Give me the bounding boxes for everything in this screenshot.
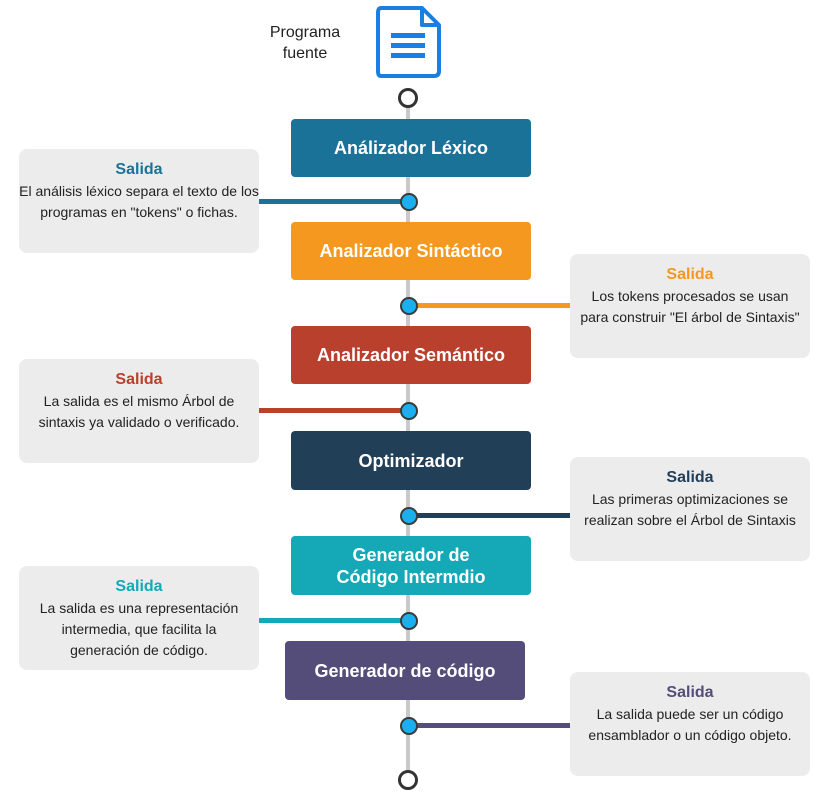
connector-6	[409, 723, 572, 728]
connector-1	[259, 199, 409, 204]
stage-intermediate-code-generator: Generador de Código Intermdio	[291, 536, 531, 595]
output-title: Salida	[115, 161, 163, 178]
stage-title: Optimizador	[358, 450, 464, 471]
timeline-dot-2	[400, 297, 418, 315]
connector-4	[409, 513, 572, 518]
stage-syntax-analyzer: Analizador Sintáctico	[291, 222, 531, 280]
timeline-dot-6	[400, 717, 418, 735]
connector-3	[259, 408, 409, 413]
timeline-dot-3	[400, 402, 418, 420]
source-label-line1: Programa	[269, 24, 341, 41]
stage-optimizer: Optimizador	[291, 431, 531, 490]
timeline-dot-4	[400, 507, 418, 525]
output-text: La salida es una representación intermed…	[39, 600, 239, 658]
stage-title: Analizador Semántico	[316, 345, 506, 365]
connector-5	[259, 618, 409, 623]
output-text: Las primeras optimizaciones se realizan …	[584, 491, 796, 528]
output-title: Salida	[666, 684, 714, 701]
connector-2	[409, 303, 572, 308]
output-text: El análisis léxico separa el texto de lo…	[19, 183, 259, 220]
timeline-dot-5	[400, 612, 418, 630]
output-text: Los tokens procesados se usan para const…	[580, 288, 800, 325]
output-title: Salida	[115, 371, 163, 388]
source-label-line2: fuente	[282, 45, 328, 62]
output-card-syntax: Salida Los tokens procesados se usan par…	[570, 254, 810, 358]
timeline-dot-1	[400, 193, 418, 211]
output-card-intermediate: Salida La salida es una representación i…	[19, 566, 259, 670]
output-card-codegen: Salida La salida puede ser un código ens…	[570, 672, 810, 776]
output-title: Salida	[666, 469, 714, 486]
output-text: La salida puede ser un código ensamblado…	[588, 706, 792, 743]
output-title: Salida	[666, 266, 714, 283]
output-title: Salida	[115, 578, 163, 595]
output-text: La salida es el mismo Árbol de sintaxis …	[38, 393, 240, 430]
stage-title: Analizador Sintáctico	[319, 241, 503, 261]
output-card-optimizer: Salida Las primeras optimizaciones se re…	[570, 457, 810, 561]
stage-title: Generador de código	[314, 660, 496, 681]
document-icon	[376, 6, 444, 83]
stage-title-line1: Generador de	[352, 544, 470, 565]
end-node	[398, 770, 418, 790]
stage-lexical-analyzer: Análizador Léxico	[291, 119, 531, 177]
start-node	[398, 88, 418, 108]
source-label: Programa fuente	[255, 22, 355, 64]
stage-code-generator: Generador de código	[285, 641, 525, 700]
output-card-semantic: Salida La salida es el mismo Árbol de si…	[19, 359, 259, 463]
stage-semantic-analyzer: Analizador Semántico	[291, 326, 531, 384]
stage-title: Análizador Léxico	[333, 138, 489, 158]
output-card-lexical: Salida El análisis léxico separa el text…	[19, 149, 259, 253]
stage-title-line2: Código Intermdio	[336, 566, 486, 587]
